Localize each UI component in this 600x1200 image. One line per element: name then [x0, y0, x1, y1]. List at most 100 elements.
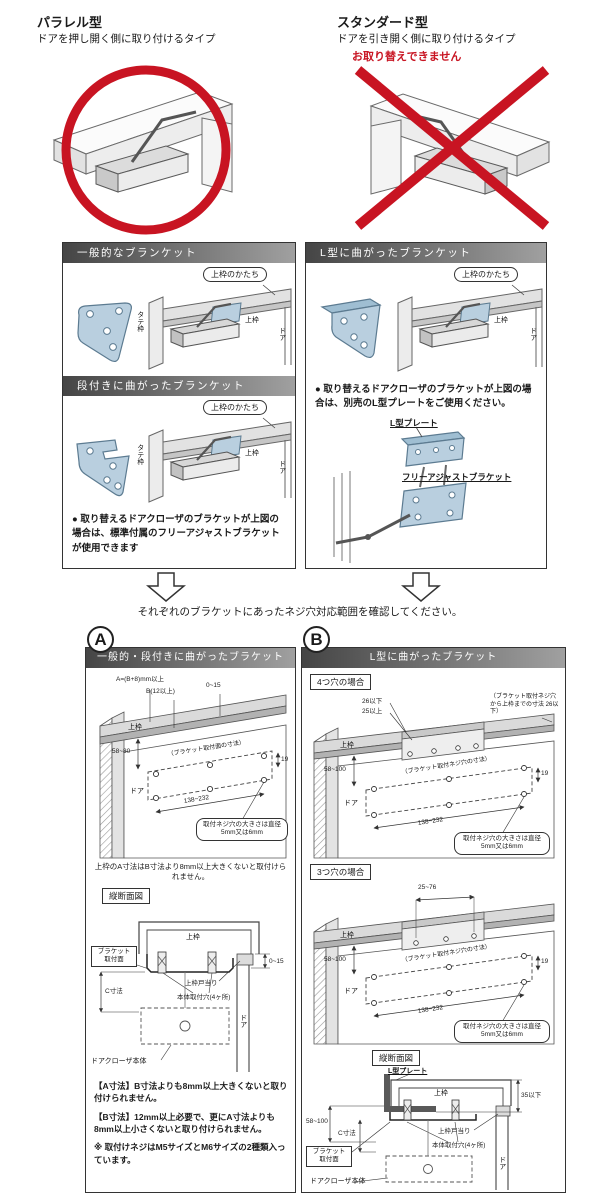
dim-19-label: 19	[541, 958, 549, 965]
ltype-bracket-diagram: 上枠のかたち 上枠 ドア	[306, 263, 548, 378]
body-mount-holes-label: 本体取付穴(4ヶ所)	[177, 994, 231, 1001]
lplate-label: L型プレート	[390, 418, 438, 428]
mount-face-label: ブラケット取付面	[91, 946, 137, 967]
frame-distance-note: （ブラケット取付ネジ穴から上枠までの寸法 26以下）	[490, 694, 559, 715]
dim-58-80-label: 58~80	[112, 748, 131, 755]
dim-b-label: B(12以上)	[146, 688, 175, 695]
door-stop-label: 上枠戸当り	[185, 980, 218, 987]
four-hole-case-label: 4つ穴の場合	[310, 674, 372, 690]
door-label: ドア	[498, 1156, 506, 1170]
top-frame-label: 上枠	[494, 317, 508, 324]
section-a-notes: 【A寸法】B寸法よりも8mm以上大きくないと取り付けられません。 【B寸法】12…	[94, 1080, 289, 1172]
section-a-cross-art	[98, 921, 270, 1072]
ltype-bracket-note: ● 取り替えるドアクローザのブラケットが上図の場合は、別売のL型プレートをご使用…	[315, 384, 532, 410]
dim-c-label: C寸法	[105, 988, 123, 995]
standard-type-title: スタンダード型	[337, 15, 429, 30]
section-a-cross-label: 縦断面図	[102, 888, 151, 904]
dim-c-label: C寸法	[338, 1130, 356, 1137]
dim-35-label: 35以下	[521, 1092, 542, 1099]
top-frame-label: 上枠	[245, 317, 259, 324]
dim-19-label: 19	[541, 770, 549, 777]
stepped-bracket-art	[76, 417, 292, 503]
ltype-bracket-panel: L型に曲がったブランケット 上枠のかたち 上枠	[305, 242, 547, 569]
section-b-three-hole-art	[313, 894, 555, 1045]
door-label: ドア	[344, 988, 358, 995]
stepped-bracket-diagram: 上枠のかたち タテ枠 上枠 ドア	[63, 396, 297, 508]
door-label: ドア	[344, 800, 358, 807]
check-screw-range-note: それぞれのブラケットにあったネジ穴対応範囲を確認してください。	[137, 606, 463, 618]
lplate-profile	[384, 1074, 436, 1112]
standard-type-illustration	[354, 66, 551, 230]
section-a-badge: A	[87, 626, 114, 653]
door-label: ドア	[529, 327, 537, 341]
top-frame-label: 上枠	[340, 932, 354, 939]
section-b-badge: B	[303, 626, 330, 653]
door-label: ドア	[239, 1014, 247, 1028]
vertical-frame-label: タテ枠	[136, 444, 144, 465]
section-b-cross-drawing: L型プレート 上枠 35以下 58~100 C寸法 ブラケット取付面 上枠戸当り…	[306, 1068, 563, 1192]
down-arrow-right-icon	[401, 572, 441, 602]
standard-type-subtitle: ドアを引き開く側に取り付けるタイプ	[337, 33, 516, 45]
section-a-box: 一般的・段付きに曲がったブラケット	[85, 647, 296, 1193]
section-a-main-drawing: A=(B+8)mm以上 B(12以上) 0~15 上枠 ドア 58~80 19 …	[90, 672, 293, 860]
ltype-bracket-art	[320, 284, 543, 372]
three-hole-case-label: 3つ穴の場合	[310, 864, 372, 880]
top-frame-label: 上枠	[434, 1090, 448, 1097]
closer-body-label: ドアクローザ本体	[91, 1058, 147, 1065]
dim-19-label: 19	[281, 756, 289, 763]
general-bracket-panel: 一般的なブランケット 上枠のかたち タテ枠 上枠	[62, 242, 296, 569]
prohibited-x-mark	[354, 66, 550, 230]
dim-a-label: A=(B+8)mm以上	[116, 676, 165, 683]
ltype-plate-diagram: L型プレート フリーアジャストブラケット	[306, 415, 548, 568]
top-frame-label: 上枠	[128, 724, 142, 731]
frame-shape-bubble: 上枠のかたち	[454, 267, 518, 282]
note-b-dim: 【B寸法】12mm以上必要で、更にA寸法よりも8mm以上小さくないと取り付けられ…	[94, 1111, 275, 1134]
dim-25-76-label: 25~76	[418, 884, 437, 891]
frame-shape-bubble: 上枠のかたち	[203, 400, 267, 415]
ok-circle-mark	[61, 65, 231, 235]
dim-58-100-label: 58~100	[306, 1118, 328, 1125]
section-b-cross-art	[327, 1073, 522, 1190]
ltype-plate-art	[333, 426, 467, 563]
screw-hole-size-bubble: 取付ネジ穴の大きさは直径5mm又は6mm	[454, 832, 550, 855]
top-frame-label: 上枠	[245, 450, 259, 457]
top-frame-label: 上枠	[186, 934, 200, 941]
dim-58-100-label: 58~100	[324, 956, 346, 963]
general-bracket-header: 一般的なブランケット	[63, 243, 295, 263]
body-mount-holes-label: 本体取付穴(4ヶ所)	[432, 1142, 486, 1149]
dim-0-15-label: 0~15	[206, 682, 221, 689]
frame-shape-bubble: 上枠のかたち	[203, 267, 267, 282]
down-arrow-left-icon	[146, 572, 186, 602]
note-screw-sizes: ※ 取付けネジはM5サイズとM6サイズの2種類入っています。	[94, 1142, 286, 1165]
section-b-header: L型に曲がったブラケット	[302, 648, 565, 668]
stepped-bracket-header: 段付きに曲がったブランケット	[63, 376, 295, 396]
parallel-type-subtitle: ドアを押し開く側に取り付けるタイプ	[37, 33, 216, 45]
dim-58-100-label: 58~100	[324, 766, 346, 773]
dim-26-label: 26以下	[362, 698, 383, 705]
section-b-box: L型に曲がったブラケット 4つ穴の場合	[301, 647, 566, 1193]
dim-25-label: 25以上	[362, 708, 383, 715]
screw-hole-size-bubble: 取付ネジ穴の大きさは直径5mm又は6mm	[454, 1020, 550, 1043]
section-b-four-hole-art	[313, 702, 555, 859]
section-a-header: 一般的・段付きに曲がったブラケット	[86, 648, 295, 668]
section-b-three-hole-drawing: 25~76 上枠 58~100 ドア （ブラケット取付ネジ穴の寸法） 19 13…	[306, 884, 562, 1046]
freeadjust-bracket-label: フリーアジャストブラケット	[402, 472, 512, 482]
general-bracket-art	[77, 284, 292, 370]
general-bracket-note: ● 取り替えるドアクローザのブラケットが上図の場合は、標準付属のフリーアジャスト…	[72, 514, 280, 554]
door-label: ドア	[278, 460, 286, 474]
dim-0-15-label: 0~15	[269, 958, 284, 965]
vertical-frame-label: タテ枠	[136, 311, 144, 332]
ltype-bracket-header: L型に曲がったブランケット	[306, 243, 546, 263]
section-a-cross-drawing: 上枠 0~15 ブラケット取付面 C寸法 上枠戸当り 本体取付穴(4ヶ所) ドア…	[91, 908, 292, 1075]
parallel-type-illustration	[52, 65, 234, 235]
screw-hole-size-bubble: 取付ネジ穴の大きさは直径5mm又は6mm	[196, 818, 288, 841]
parallel-type-title: パラレル型	[37, 15, 103, 30]
no-replacement-warning: お取り替えできません	[352, 51, 462, 63]
note-a-dim: 【A寸法】B寸法よりも8mm以上大きくないと取り付けられません。	[94, 1081, 288, 1104]
general-bracket-diagram: 上枠のかたち タテ枠 上枠 ドア	[63, 263, 297, 376]
section-a-caption: 上枠のA寸法はB寸法より8mm以上大きくないと取付けられません。	[94, 862, 287, 882]
mount-face-label: ブラケット取付面	[306, 1146, 352, 1167]
section-b-four-hole-drawing: 26以下 25以上 （ブラケット取付ネジ穴から上枠までの寸法 26以下） 上枠 …	[306, 694, 562, 860]
lplate-label: L型プレート	[388, 1068, 428, 1075]
